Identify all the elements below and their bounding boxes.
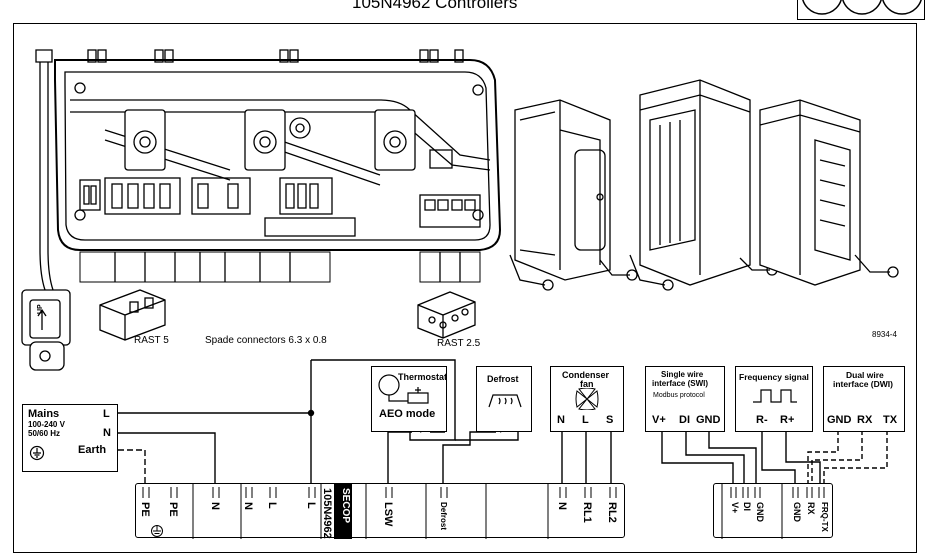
comm-pin-gnd-1: GND — [755, 502, 765, 522]
terminal-lsw: LSW — [382, 502, 394, 527]
comm-strip-cells — [721, 484, 825, 539]
condenser-fan-box: Condenser fan N L S — [550, 366, 624, 432]
spade-connectors-label: Spade connectors 6.3 x 0.8 — [205, 335, 327, 346]
comm-pin-rx: RX — [806, 502, 816, 515]
mains-l-label: L — [103, 408, 110, 420]
square-wave-icon — [753, 389, 797, 403]
fan-icon — [575, 388, 599, 410]
terminal-strip-cells — [142, 484, 617, 539]
condenser-pin-n: N — [557, 414, 565, 426]
page-title: 105N4962 Controllers — [352, 0, 518, 12]
terminal-n-1: N — [209, 502, 221, 510]
swi-protocol: Modbus protocol — [653, 392, 705, 399]
brand-logo: SECOP — [340, 488, 351, 524]
frequency-title: Frequency signal — [739, 372, 809, 382]
logo-badge — [797, 0, 925, 20]
comm-pin-frq-tx: FRQ-TX — [820, 502, 829, 532]
dwi-pin-tx: TX — [883, 414, 898, 426]
comm-pin-gnd-2: GND — [792, 502, 802, 522]
terminal-defrost: Defrost — [439, 502, 448, 531]
aeo-mode-label: AEO mode — [379, 408, 436, 420]
dwi-pin-rx: RX — [857, 414, 873, 426]
earth-icon — [29, 445, 45, 461]
mains-frequency: 50/60 Hz — [28, 429, 61, 438]
swi-title: Single wire — [661, 370, 704, 379]
swi-pin-vplus: V+ — [652, 414, 666, 426]
dwi-title: Dual wire — [846, 370, 884, 380]
mains-title: Mains — [28, 408, 60, 420]
swi-title2: interface (SWI) — [652, 379, 709, 388]
comm-terminal-strip: V+ DI GND GND RX FRQ-TX — [713, 483, 833, 539]
terminal-l-1: L — [266, 502, 278, 509]
mains-voltage: 100-240 V — [28, 420, 65, 429]
mains-earth-label: Earth — [78, 444, 107, 456]
mains-box: Mains 100-240 V 50/60 Hz L N Earth — [22, 404, 118, 472]
swi-pin-gnd: GND — [696, 414, 721, 426]
condenser-pin-s: S — [606, 414, 614, 426]
model-number: 105N4962 — [321, 488, 333, 539]
swi-box: Single wire interface (SWI) Modbus proto… — [645, 366, 725, 432]
defrost-box: Defrost — [476, 366, 532, 432]
condenser-pin-l: L — [582, 414, 589, 426]
frequency-pin-rplus: R+ — [780, 414, 795, 426]
drawing-ref-label: 8934-4 — [872, 330, 897, 339]
swi-pin-di: DI — [679, 414, 690, 426]
frequency-signal-box: Frequency signal R- R+ — [735, 366, 813, 432]
diagram-frame — [13, 23, 917, 553]
thermostat-box: Thermostat AEO mode — [371, 366, 447, 432]
terminal-l-2: L — [305, 502, 317, 509]
comm-pin-vplus: V+ — [730, 502, 740, 514]
rast5-label: RAST 5 — [134, 335, 169, 346]
rast25-label: RAST 2.5 — [437, 338, 481, 349]
dwi-box: Dual wire interface (DWI) GND RX TX — [823, 366, 905, 432]
condenser-subtitle: fan — [580, 379, 594, 389]
terminal-pe-2: PE — [167, 502, 179, 517]
thermostat-title: Thermostat — [398, 372, 448, 382]
terminal-rl2: RL2 — [606, 502, 618, 523]
logo-circles-icon — [802, 0, 922, 15]
heater-icon — [488, 394, 522, 408]
terminal-n-2: N — [242, 502, 254, 510]
terminal-pe-1: PE — [139, 502, 151, 517]
thermostat-icon — [378, 374, 429, 404]
dwi-title2: interface (DWI) — [833, 379, 893, 389]
condenser-title: Condenser — [562, 370, 610, 380]
frequency-pin-rminus: R- — [756, 414, 768, 426]
terminal-strip: PE PE N N L L 105N4962 SECOP LSW Defrost… — [135, 483, 625, 539]
terminal-n-3: N — [556, 502, 568, 510]
comm-pin-di: DI — [742, 502, 752, 511]
dwi-pin-gnd: GND — [827, 414, 852, 426]
terminal-rl1: RL1 — [581, 502, 593, 523]
mains-n-label: N — [103, 427, 111, 439]
defrost-title: Defrost — [487, 374, 519, 384]
